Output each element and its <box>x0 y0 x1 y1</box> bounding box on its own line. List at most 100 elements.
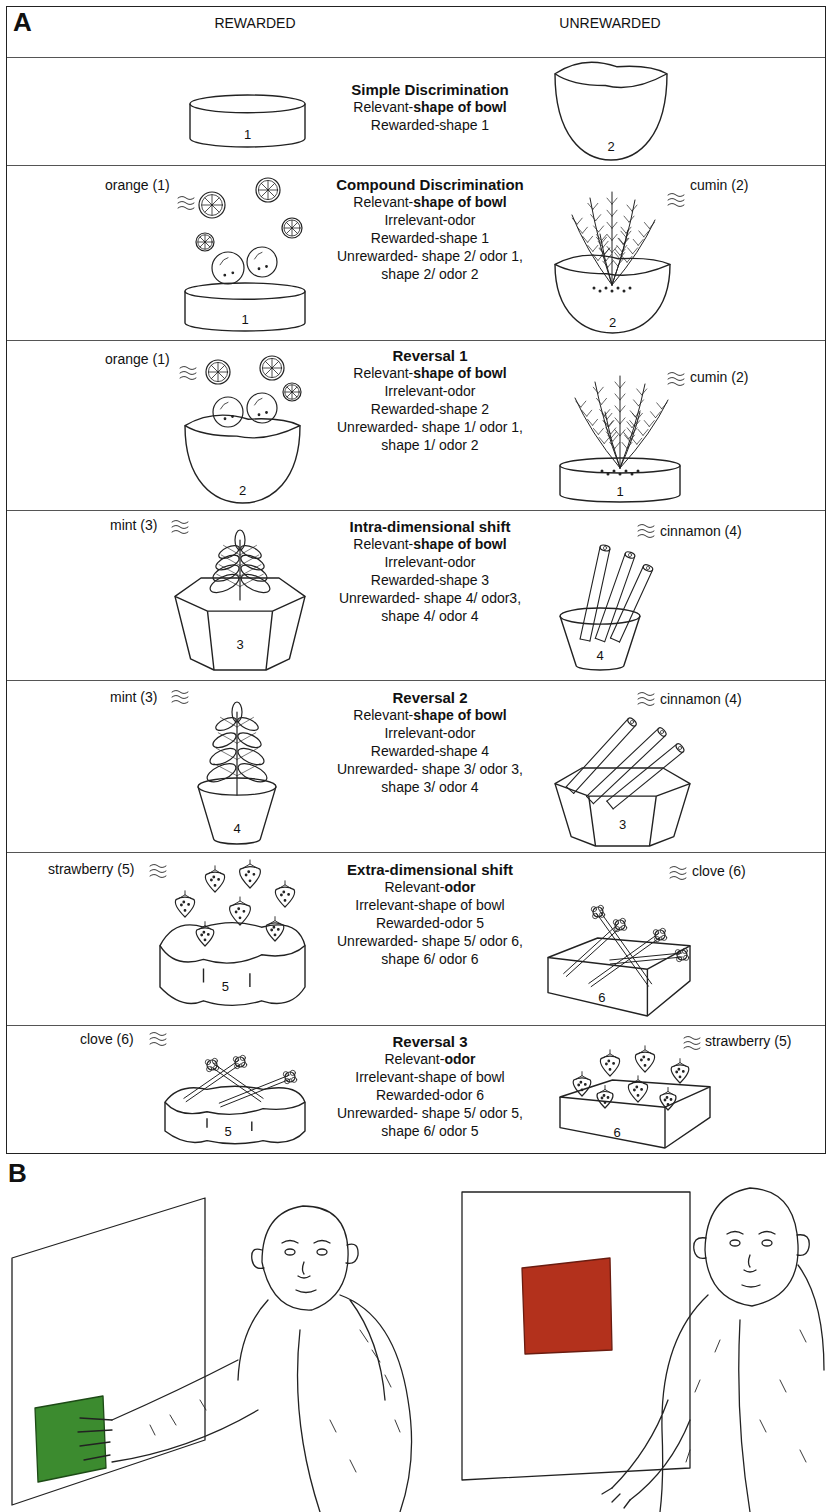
odor-label: cinnamon (4) <box>660 691 742 707</box>
sketch-circle <box>213 397 243 427</box>
sketch-highlight <box>220 258 228 265</box>
sketch-line <box>198 242 205 243</box>
touch-screen <box>12 1198 205 1505</box>
bowl: 2 <box>185 415 300 503</box>
sketch-line <box>286 222 292 228</box>
sketch-circle <box>282 218 302 238</box>
sketch-line <box>593 419 598 425</box>
strawberry-calyx <box>604 1050 616 1058</box>
sketch-line <box>632 413 637 419</box>
stage-rule: shape of bowl <box>413 536 506 552</box>
strawberry <box>240 867 261 888</box>
sketch-circle <box>641 1059 643 1061</box>
bowl-line <box>185 291 305 331</box>
text-line: Irrelevant-shape of bowl <box>318 1068 542 1086</box>
sketch-line <box>620 418 625 424</box>
sketch-line <box>587 728 659 796</box>
bowl-number: 3 <box>236 637 243 652</box>
sketch-line <box>620 253 625 259</box>
stage-rule: odor <box>444 1051 475 1067</box>
stage-text: Compound DiscriminationRelevant-shape of… <box>318 176 542 283</box>
odor-waft <box>638 703 654 706</box>
sketch-circle <box>593 287 595 289</box>
mint-leaf <box>211 730 238 751</box>
stage-rule: Unrewarded- shape 3/ odor 3, shape 3/ od… <box>337 761 523 795</box>
stage-title: Reversal 2 <box>392 689 467 706</box>
sketch-line <box>632 428 637 434</box>
mint-leaf <box>235 530 245 550</box>
sketch-line <box>205 205 212 212</box>
sketch-line <box>637 438 642 444</box>
odor-waft <box>668 204 684 207</box>
sketch-circle <box>273 926 275 928</box>
sketch-line <box>604 421 609 427</box>
stage-text: Reversal 3Relevant-odorIrrelevant-shape … <box>318 1033 542 1140</box>
bowl: 5 <box>165 1083 305 1147</box>
bowl-outline <box>555 768 690 846</box>
sketch-line <box>607 246 612 252</box>
plant-stem <box>572 215 612 285</box>
sketch-line <box>202 205 212 206</box>
sketch-line <box>237 733 256 744</box>
sketch-circle <box>603 1095 605 1097</box>
text-line: Irrelevant-odor <box>318 553 542 571</box>
label-box: cinnamon (4) <box>660 522 742 540</box>
odor-waft <box>638 535 654 538</box>
sketch-line <box>595 638 604 641</box>
bowl-number: 2 <box>607 139 614 154</box>
sketch-line <box>268 190 269 199</box>
strawberry <box>573 1078 591 1096</box>
sketch-line <box>268 183 275 190</box>
stage-title: Compound Discrimination <box>336 176 524 193</box>
sketch-line <box>598 428 603 434</box>
plant-stem <box>600 234 612 285</box>
sketch-line <box>607 801 613 809</box>
sketch-circle <box>201 934 203 936</box>
green-square <box>35 1396 106 1482</box>
panel-letter-box: B <box>8 1158 27 1188</box>
stage-rule: Unrewarded- shape 4/ odor3, shape 4/ odo… <box>339 590 521 624</box>
bowl-line <box>589 796 657 846</box>
sketch-line <box>580 547 600 639</box>
bowl: 2 <box>555 62 667 160</box>
sketch-circle <box>233 1057 238 1062</box>
sketch-line <box>292 228 293 236</box>
strawberry <box>196 928 214 946</box>
odor-label: mint (3) <box>110 689 157 705</box>
sketch-circle <box>256 178 280 202</box>
sketch-line <box>265 361 272 368</box>
sketch-line <box>595 553 625 638</box>
odor-waft <box>172 521 188 524</box>
label-box: UNREWARDED <box>545 14 675 32</box>
sketch-circle <box>184 910 186 912</box>
stage-rule: Rewarded-shape 1 <box>371 230 489 246</box>
text-line: Relevant-odor <box>318 1050 542 1068</box>
sketch-circle <box>634 1089 636 1091</box>
sketch-line <box>218 365 225 372</box>
sketch-line <box>620 382 625 388</box>
stage-rule: Irrelevant-shape of bowl <box>355 1069 504 1085</box>
sketch-line <box>620 394 625 400</box>
monkey-ears <box>252 1244 358 1268</box>
sketch-circle <box>578 1084 580 1086</box>
stage-rule: Relevant- <box>353 365 413 381</box>
fur-hatching <box>150 1330 400 1472</box>
strawberry-calyx <box>270 917 281 924</box>
touch-screen <box>462 1192 690 1480</box>
sketch-line <box>268 190 275 197</box>
sketch-circle <box>239 917 241 919</box>
plant-stem <box>605 412 620 468</box>
sketch-line <box>634 400 639 406</box>
sketch-circle <box>646 566 649 569</box>
sketch-line <box>272 359 273 368</box>
bowl-line <box>555 74 667 160</box>
sketch-line <box>615 382 620 388</box>
sketch-line <box>627 256 632 262</box>
odor-waft <box>150 1043 166 1046</box>
sketch-line <box>272 368 281 369</box>
sketch-circle <box>271 929 273 931</box>
sketch-line <box>602 398 607 404</box>
sketch-circle <box>600 912 605 917</box>
panel-letter: A <box>13 7 32 37</box>
sketch-line <box>588 245 593 251</box>
